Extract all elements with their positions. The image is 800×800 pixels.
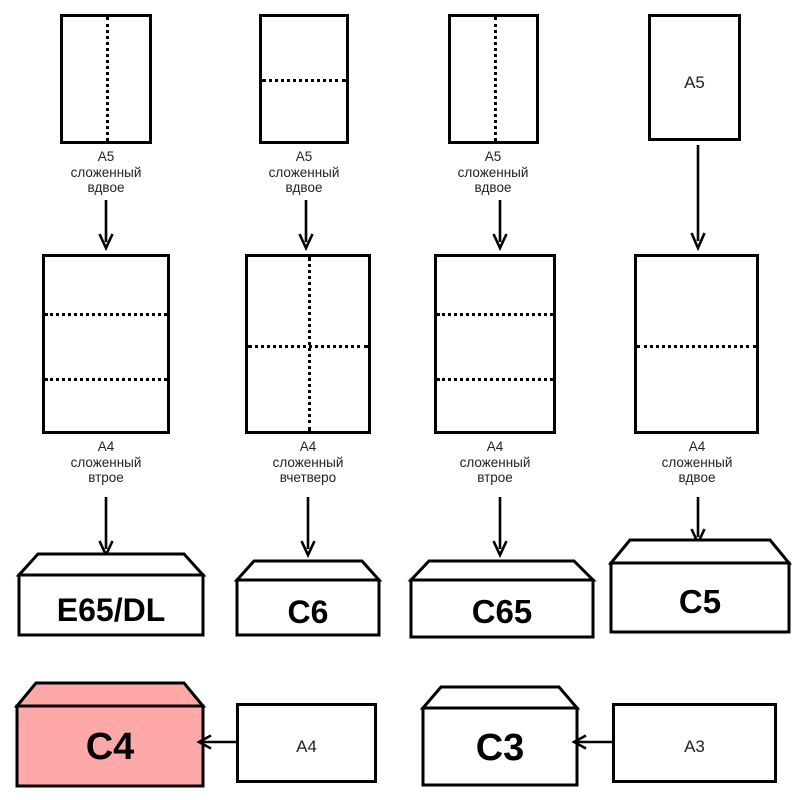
envelope-c3[interactable]: C3: [419, 682, 581, 788]
arrow-down-col1-top: [96, 200, 116, 252]
arrow-left-a4-to-c4: [196, 733, 237, 751]
paper-label: A5: [684, 73, 705, 92]
envelope-body: [235, 578, 381, 637]
paper-a4-col2: [245, 254, 371, 434]
envelope-c65[interactable]: C65: [407, 555, 597, 640]
paper-a4-col3: [434, 254, 556, 434]
envelope-flap: [15, 552, 207, 577]
fold-line-vertical: [494, 17, 497, 141]
paper-a5-col2: [259, 14, 349, 144]
paper-a5-col1: [60, 14, 152, 144]
arrow-left-a3-to-c3: [571, 733, 612, 751]
fold-line-horizontal-bottom: [45, 378, 167, 381]
arrow-down-col2-top: [296, 200, 316, 252]
paper-a4-col4: [634, 254, 759, 434]
fold-line-horizontal: [637, 345, 756, 348]
envelope-flap: [233, 559, 383, 582]
fold-line-vertical: [308, 257, 311, 431]
envelope-c5[interactable]: C5: [607, 533, 793, 635]
arrow-down-col3-top: [490, 200, 510, 252]
paper-a5-col3: [448, 14, 539, 144]
paper-a4-col1: [42, 254, 170, 434]
arrow-down-col4-top: [688, 145, 708, 252]
paper-label: A4: [296, 737, 317, 756]
envelope-c6[interactable]: C6: [233, 556, 383, 638]
caption-col3-middle: A4 сложенный втрое: [459, 439, 531, 485]
fold-line-horizontal-bottom: [437, 378, 553, 381]
envelope-body: [17, 573, 205, 637]
paper-a4-bottom: A4: [236, 703, 377, 783]
envelope-body: [15, 704, 205, 788]
arrow-down-col3-middle: [490, 497, 510, 559]
envelope-c4[interactable]: C4: [13, 678, 207, 790]
fold-line-vertical: [106, 17, 109, 141]
envelope-flap: [419, 685, 581, 710]
caption-col2-middle: A4 сложенный вчетверо: [272, 439, 344, 485]
caption-col2-top: A5 сложенный вдвое: [268, 149, 340, 195]
fold-line-horizontal-top: [437, 313, 553, 316]
caption-col1-top: A5 сложенный вдвое: [70, 149, 142, 195]
fold-line-horizontal-top: [45, 313, 167, 316]
arrow-down-col2-middle: [298, 497, 318, 559]
paper-a3-bottom: A3: [612, 703, 777, 783]
caption-col4-middle: A4 сложенный вдвое: [661, 439, 733, 485]
caption-col3-top: A5 сложенный вдвое: [457, 149, 529, 195]
caption-col1-middle: A4 сложенный втрое: [70, 439, 142, 485]
paper-label: A3: [684, 737, 705, 756]
envelope-e65dl[interactable]: E65/DL: [15, 548, 207, 638]
envelope-flap: [13, 681, 207, 708]
envelope-flap: [407, 559, 597, 582]
envelope-body: [609, 561, 791, 634]
paper-a5-col4: A5: [648, 14, 741, 141]
envelope-body: [421, 706, 579, 787]
envelope-flap: [607, 538, 793, 565]
envelope-body: [409, 578, 595, 639]
fold-line-horizontal: [262, 79, 346, 82]
